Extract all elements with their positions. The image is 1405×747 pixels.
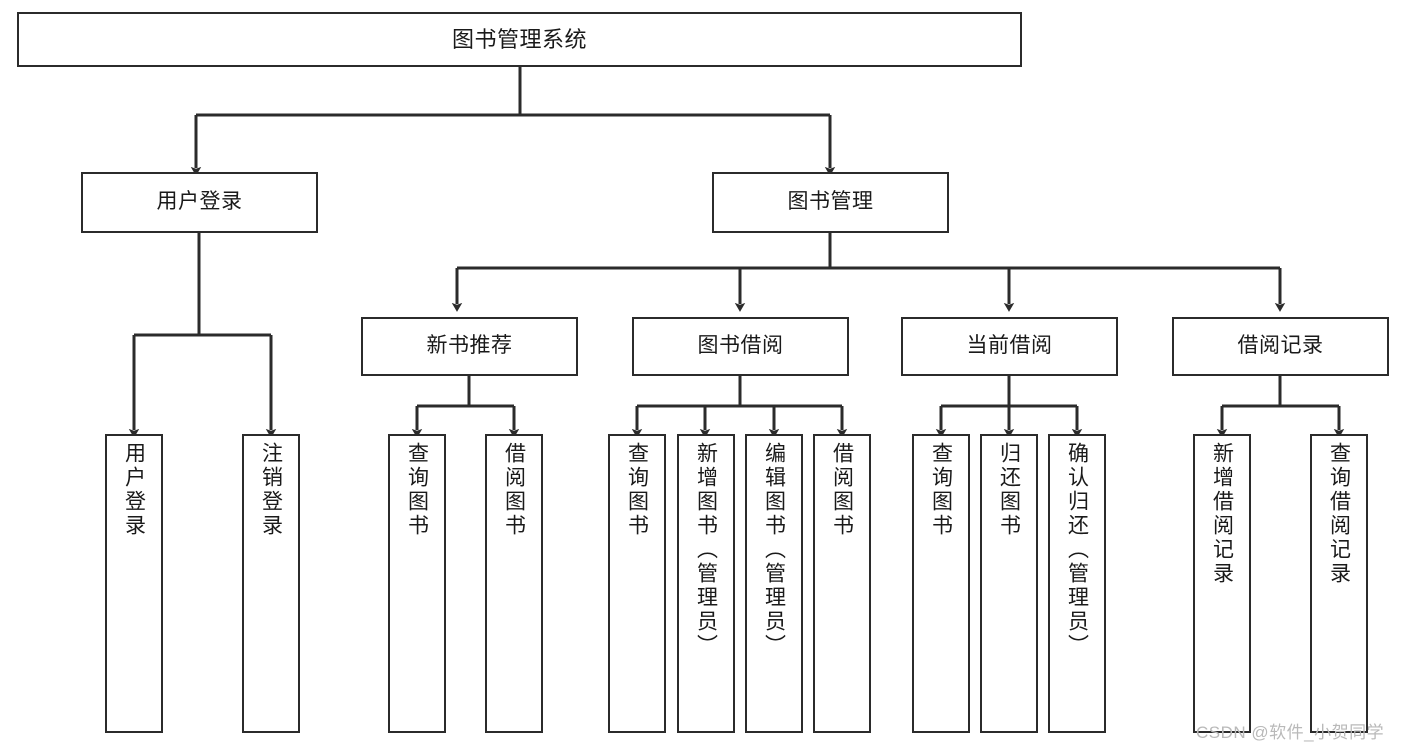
node-label: 查询图书 — [625, 442, 649, 538]
leaf-query-borrow-record[interactable]: 查询借阅记录 — [1310, 434, 1368, 733]
node-label: 新书推荐 — [426, 334, 513, 358]
node-borrow-record[interactable]: 借阅记录 — [1172, 317, 1389, 376]
leaf-return-book[interactable]: 归还图书 — [980, 434, 1038, 733]
node-current-borrow[interactable]: 当前借阅 — [901, 317, 1118, 376]
leaf-add-book-admin[interactable]: 新增图书（管理员） — [677, 434, 735, 733]
leaf-borrow-book-recommend[interactable]: 借阅图书 — [485, 434, 543, 733]
leaf-query-book-borrow[interactable]: 查询图书 — [608, 434, 666, 733]
leaf-query-book-recommend[interactable]: 查询图书 — [388, 434, 446, 733]
leaf-add-borrow-record[interactable]: 新增借阅记录 — [1193, 434, 1251, 733]
leaf-confirm-return-admin[interactable]: 确认归还（管理员） — [1048, 434, 1106, 733]
node-label: 新增图书（管理员） — [694, 442, 718, 658]
node-label: 查询图书 — [929, 442, 953, 538]
node-book-management[interactable]: 图书管理 — [712, 172, 949, 233]
node-label: 当前借阅 — [966, 334, 1053, 358]
node-new-book-recommend[interactable]: 新书推荐 — [361, 317, 578, 376]
leaf-query-book-current[interactable]: 查询图书 — [912, 434, 970, 733]
node-label: 查询图书 — [405, 442, 429, 538]
leaf-edit-book-admin[interactable]: 编辑图书（管理员） — [745, 434, 803, 733]
node-label: 图书管理 — [787, 190, 874, 214]
node-label: 借阅图书 — [502, 442, 526, 538]
node-label: 新增借阅记录 — [1210, 442, 1234, 586]
node-label: 编辑图书（管理员） — [762, 442, 786, 658]
node-label: 归还图书 — [997, 442, 1021, 538]
node-label: 查询借阅记录 — [1327, 442, 1351, 586]
node-label: 确认归还（管理员） — [1065, 442, 1089, 658]
node-label: 图书管理系统 — [451, 26, 587, 52]
node-label: 图书借阅 — [697, 334, 784, 358]
leaf-logout[interactable]: 注销登录 — [242, 434, 300, 733]
node-label: 用户登录 — [122, 442, 146, 538]
node-book-borrow[interactable]: 图书借阅 — [632, 317, 849, 376]
leaf-borrow-book[interactable]: 借阅图书 — [813, 434, 871, 733]
leaf-user-login[interactable]: 用户登录 — [105, 434, 163, 733]
node-label: 借阅图书 — [830, 442, 854, 538]
node-label: 用户登录 — [156, 190, 243, 214]
node-label: 借阅记录 — [1237, 334, 1324, 358]
node-root-system[interactable]: 图书管理系统 — [17, 12, 1022, 67]
node-user-login[interactable]: 用户登录 — [81, 172, 318, 233]
node-label: 注销登录 — [259, 442, 283, 538]
csdn-watermark: CSDN @软件_小贺同学 — [1196, 723, 1385, 742]
